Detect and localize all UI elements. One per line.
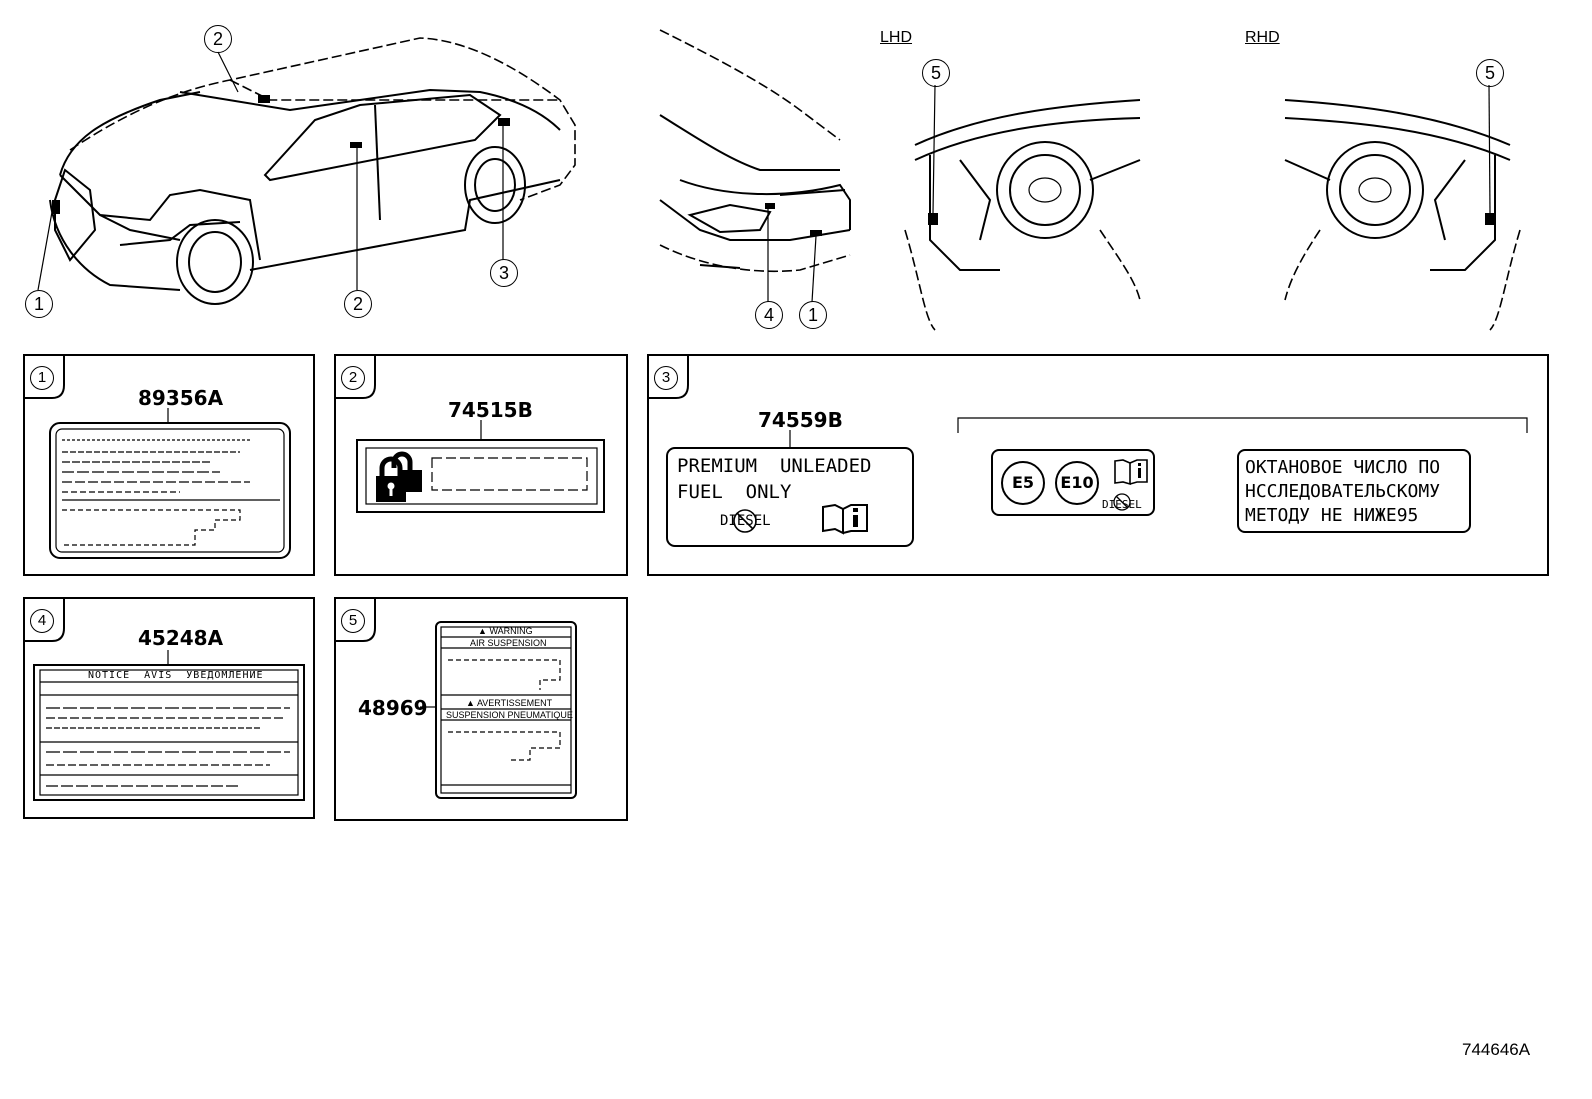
label-74515b-drawing: [356, 420, 605, 513]
panel-index-number: 1: [37, 369, 47, 386]
diesel-prohibited-icon: DIESEL: [1102, 493, 1142, 513]
callout-number: 5: [930, 63, 941, 83]
callout-number: 2: [352, 294, 363, 314]
badge-e10: E10: [1060, 473, 1094, 492]
label-89356a-drawing: [49, 408, 291, 559]
badge-e5: E5: [1011, 473, 1035, 492]
panel-index-number: 2: [348, 369, 358, 386]
callout-1-rear: 1: [799, 301, 827, 329]
callout-number: 4: [763, 305, 774, 325]
rhd-label: RHD: [1245, 29, 1280, 46]
suspension-pneumatique-text: SUSPENSION PNEUMATIQUE: [446, 710, 573, 720]
russian-octane-line-1: ОКТАНОВОЕ ЧИСЛО ПО: [1245, 457, 1441, 478]
label-74559b-drawing: [666, 417, 1528, 547]
callout-number: 1: [33, 294, 44, 314]
avertissement-row: ▲ AVERTISSEMENT: [466, 698, 552, 708]
manual-book-icon: [822, 503, 868, 535]
callout-number: 5: [1484, 63, 1495, 83]
warning-triangle-icon: ▲: [466, 698, 475, 708]
label-48969-drawing: [420, 621, 577, 799]
avertissement-text: AVERTISSEMENT: [476, 698, 553, 708]
panel-1-index: 1: [30, 366, 54, 390]
callout-number: 2: [212, 29, 223, 49]
label-45248a-drawing: [33, 650, 305, 801]
callout-5-lhd: 5: [922, 59, 950, 87]
part-number-89356a[interactable]: 89356A: [138, 386, 224, 410]
fuel-label-line-1: PREMIUM UNLEADED: [677, 455, 872, 477]
callout-1-front: 1: [25, 290, 53, 318]
manual-book-icon: [1114, 459, 1148, 486]
panel-4-index: 4: [30, 609, 54, 633]
part-number-48969[interactable]: 48969: [358, 696, 428, 720]
warning-triangle-icon: ▲: [478, 626, 487, 636]
diesel-prohibited-icon: DIESEL: [720, 509, 771, 533]
russian-octane-line-2: НССЛЕДОВАТЕЛЬСКОМУ: [1245, 481, 1441, 502]
part-number-74515b[interactable]: 74515B: [448, 398, 533, 422]
part-number-45248a[interactable]: 45248A: [138, 626, 224, 650]
panel-1-frame: [23, 354, 315, 576]
fuel-label-line-2: FUEL ONLY: [677, 481, 792, 503]
warning-text: WARNING: [489, 626, 533, 636]
callout-4-rear: 4: [755, 301, 783, 329]
panel-index-number: 5: [348, 612, 358, 629]
warning-row: ▲ WARNING: [478, 626, 533, 636]
part-number-74559b[interactable]: 74559B: [758, 408, 843, 432]
car-rear-view: [659, 29, 851, 303]
panel-2-index: 2: [341, 366, 365, 390]
lhd-dashboard-view: [904, 84, 1141, 331]
rhd-dashboard-view: [1284, 84, 1521, 331]
panel-3-index: 3: [654, 366, 678, 390]
padlock-icon: [376, 451, 422, 502]
callout-2-door: 2: [344, 290, 372, 318]
callout-number: 3: [498, 263, 509, 283]
callout-number: 1: [807, 305, 818, 325]
panel-5-index: 5: [341, 609, 365, 633]
panel-3-frame: [647, 354, 1549, 576]
callout-3-fuel: 3: [490, 259, 518, 287]
panel-index-number: 3: [661, 369, 671, 386]
diesel-text: DIESEL: [1102, 498, 1142, 511]
car-side-view: [37, 37, 576, 305]
notice-header: NOTICE AVIS УВЕДОМЛЕНИЕ: [88, 670, 264, 681]
figure-id: 744646A: [1462, 1040, 1531, 1059]
callout-2-top: 2: [204, 25, 232, 53]
callout-5-rhd: 5: [1476, 59, 1504, 87]
panel-index-number: 4: [37, 612, 47, 629]
russian-octane-line-3: МЕТОДУ НЕ НИЖЕ95: [1245, 505, 1419, 526]
lhd-label: LHD: [880, 29, 913, 46]
air-suspension-text: AIR SUSPENSION: [470, 638, 547, 648]
